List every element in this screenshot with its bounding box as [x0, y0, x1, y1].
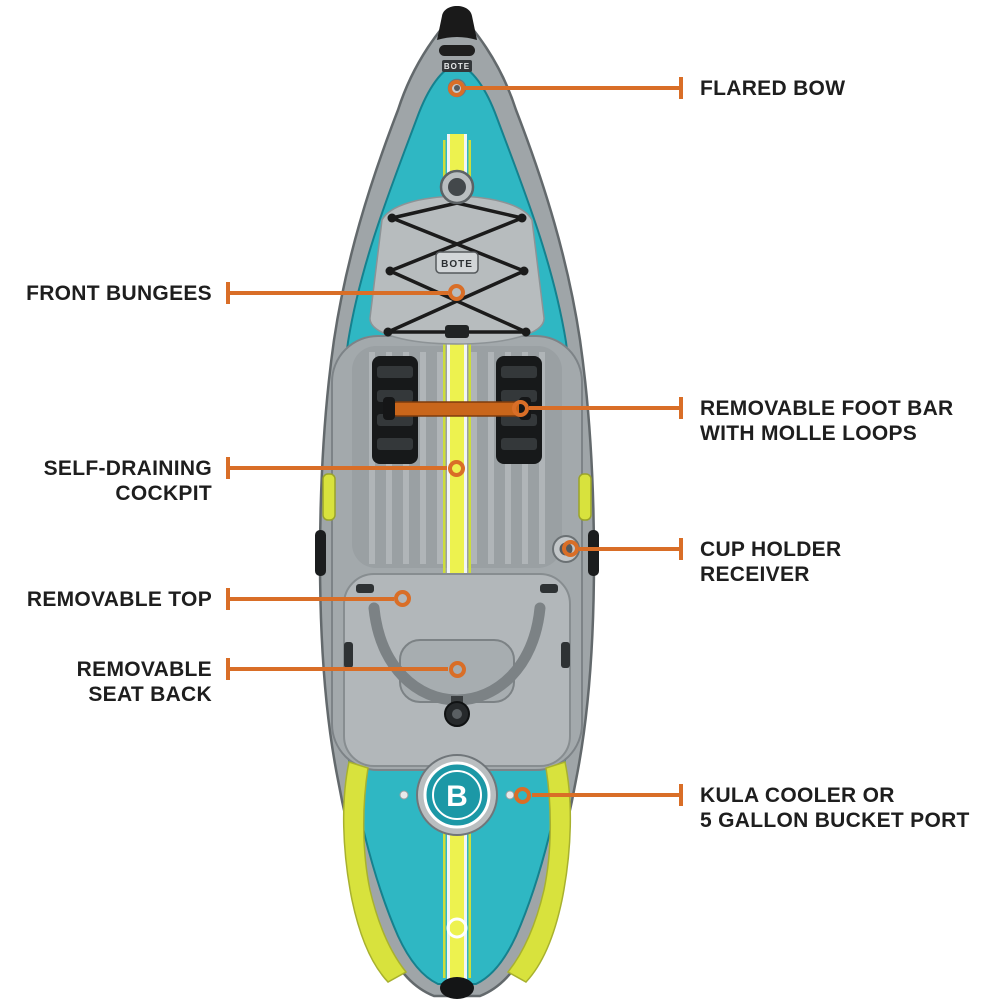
callout-label-kula: KULA COOLER OR 5 GALLON BUCKET PORT — [700, 784, 970, 832]
callout-marker-cockpit — [448, 460, 465, 477]
callout-tick-flared-bow — [679, 77, 683, 99]
callout-line-front-bungees — [230, 291, 448, 295]
kula-logo-letter: B — [446, 780, 468, 813]
callout-line-cup-holder — [579, 547, 680, 551]
callout-line-cockpit — [230, 466, 447, 470]
kula-port: B — [416, 754, 498, 836]
stern-ring — [446, 917, 468, 939]
callout-label-cup-holder: CUP HOLDER RECEIVER — [700, 538, 842, 586]
callout-line-kula — [532, 793, 680, 797]
callout-line-seat-back — [230, 667, 448, 671]
paddle-clip-left — [322, 473, 336, 521]
callout-line-foot-bar — [529, 406, 680, 410]
callout-tick-kula — [679, 784, 683, 806]
callout-marker-removable-top — [394, 590, 411, 607]
callout-tick-seat-back — [226, 658, 230, 680]
paddle-clip-right — [578, 473, 592, 521]
callout-tick-foot-bar — [679, 397, 683, 419]
callout-marker-kula — [514, 787, 531, 804]
lime-rail-right — [506, 761, 572, 983]
callout-line-flared-bow — [464, 86, 680, 90]
callout-label-flared-bow: FLARED BOW — [700, 77, 846, 100]
callout-marker-flared-bow — [448, 80, 465, 97]
callout-marker-cup-holder — [562, 540, 579, 557]
callout-tick-removable-top — [226, 588, 230, 610]
callout-marker-front-bungees — [448, 284, 465, 301]
callout-marker-seat-back — [449, 661, 466, 678]
callout-label-removable-top: REMOVABLE TOP — [26, 588, 212, 611]
bow-plate-text: BOTE — [444, 62, 470, 71]
callout-tick-cockpit — [226, 457, 230, 479]
callout-tick-front-bungees — [226, 282, 230, 304]
side-handle-right — [588, 530, 599, 576]
stern-handle — [440, 977, 474, 999]
callout-marker-foot-bar — [512, 400, 529, 417]
callout-label-cockpit: SELF-DRAINING COCKPIT — [43, 457, 212, 505]
lime-rail-left — [342, 761, 408, 983]
bow-handle — [439, 45, 475, 56]
bote-plate: BOTE — [435, 251, 479, 274]
bote-plate-text: BOTE — [441, 259, 473, 270]
bow-tip — [437, 6, 477, 40]
side-handle-left — [315, 530, 326, 576]
bungee-anchors — [383, 213, 531, 337]
bungee-clip — [445, 325, 469, 338]
callout-label-seat-back: REMOVABLE SEAT BACK — [76, 658, 212, 706]
bow-gauge — [439, 169, 475, 205]
callout-label-front-bungees: FRONT BUNGEES — [26, 282, 212, 305]
callout-label-foot-bar: REMOVABLE FOOT BAR WITH MOLLE LOOPS — [700, 397, 954, 445]
callout-line-removable-top — [230, 597, 394, 601]
tail-section: B — [342, 754, 572, 999]
callout-tick-cup-holder — [679, 538, 683, 560]
